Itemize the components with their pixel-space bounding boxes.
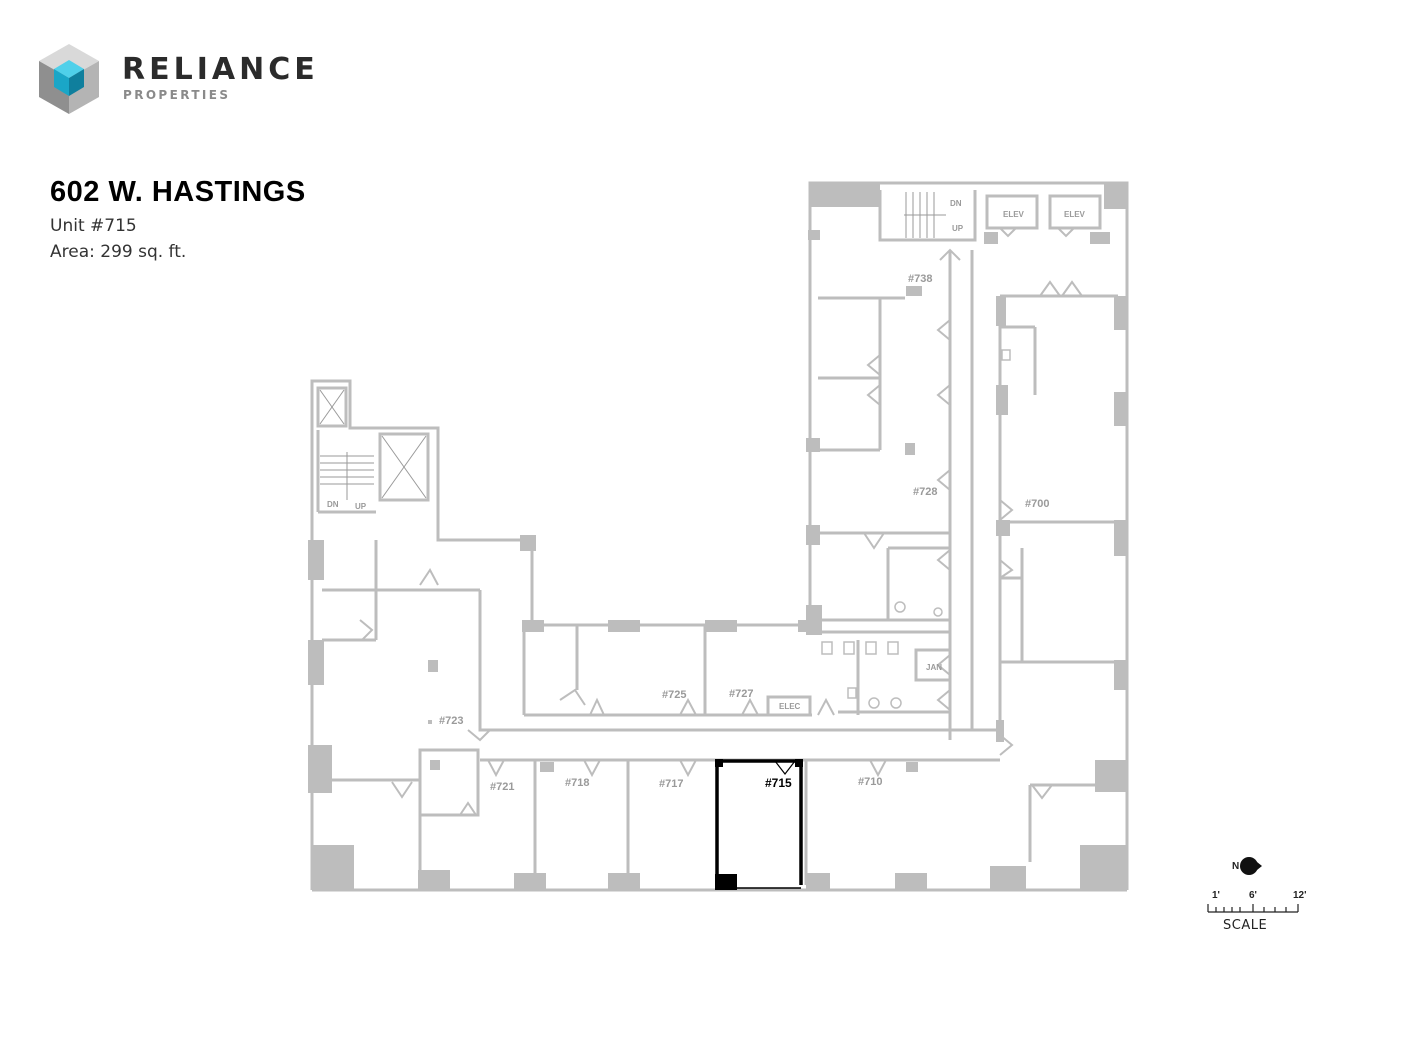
stair-down-label-east: DN (950, 199, 962, 208)
scale-tick-12: 12' (1293, 890, 1307, 901)
stair-up-label-west: UP (355, 502, 367, 511)
stair-down-label-west: DN (327, 500, 339, 509)
room-label-738[interactable]: #738 (908, 273, 932, 285)
room-labels: #700 #710 #715 #717 #718 #721 #723 #725 … (327, 199, 1086, 793)
scale-tick-1: 1' (1212, 890, 1220, 901)
scale-label: SCALE (1223, 918, 1267, 933)
room-label-721[interactable]: #721 (490, 781, 514, 793)
room-label-715[interactable]: #715 (765, 776, 792, 790)
door-swings (359, 227, 1083, 816)
room-label-700[interactable]: #700 (1025, 498, 1049, 510)
room-label-727[interactable]: #727 (729, 688, 753, 700)
janitor-room-label: JAN (926, 663, 942, 672)
room-label-728[interactable]: #728 (913, 486, 937, 498)
brand-name: RELIANCE (122, 52, 319, 87)
elec-room-label: ELEC (779, 702, 801, 711)
room-label-710[interactable]: #710 (858, 776, 882, 788)
stairs (319, 192, 946, 500)
room-label-723[interactable]: #723 (439, 715, 463, 727)
cube-logo-icon (39, 44, 99, 114)
room-label-718[interactable]: #718 (565, 777, 589, 789)
company-logo: RELIANCE PROPERTIES (36, 42, 336, 117)
elevator-label-2: ELEV (1064, 210, 1086, 219)
brand-subtitle: PROPERTIES (123, 88, 231, 102)
north-label: N (1232, 861, 1239, 872)
building-title: 602 W. HASTINGS (50, 176, 306, 208)
scale-bar: N 1' 6' 12' SCALE (1207, 857, 1307, 933)
washroom-fixtures (821, 349, 1011, 709)
stair-up-label-east: UP (952, 224, 964, 233)
scale-tick-6: 6' (1249, 890, 1257, 901)
walls (310, 181, 1129, 892)
columns (308, 183, 1128, 890)
unit-info: 602 W. HASTINGS Unit #715 Area: 299 sq. … (50, 176, 306, 265)
unit-area: Area: 299 sq. ft. (50, 242, 187, 262)
room-label-725[interactable]: #725 (662, 689, 686, 701)
room-label-717[interactable]: #717 (659, 778, 683, 790)
unit-number: Unit #715 (50, 216, 137, 236)
elevator-label-1: ELEV (1003, 210, 1025, 219)
unit-715-highlight[interactable] (715, 759, 803, 890)
